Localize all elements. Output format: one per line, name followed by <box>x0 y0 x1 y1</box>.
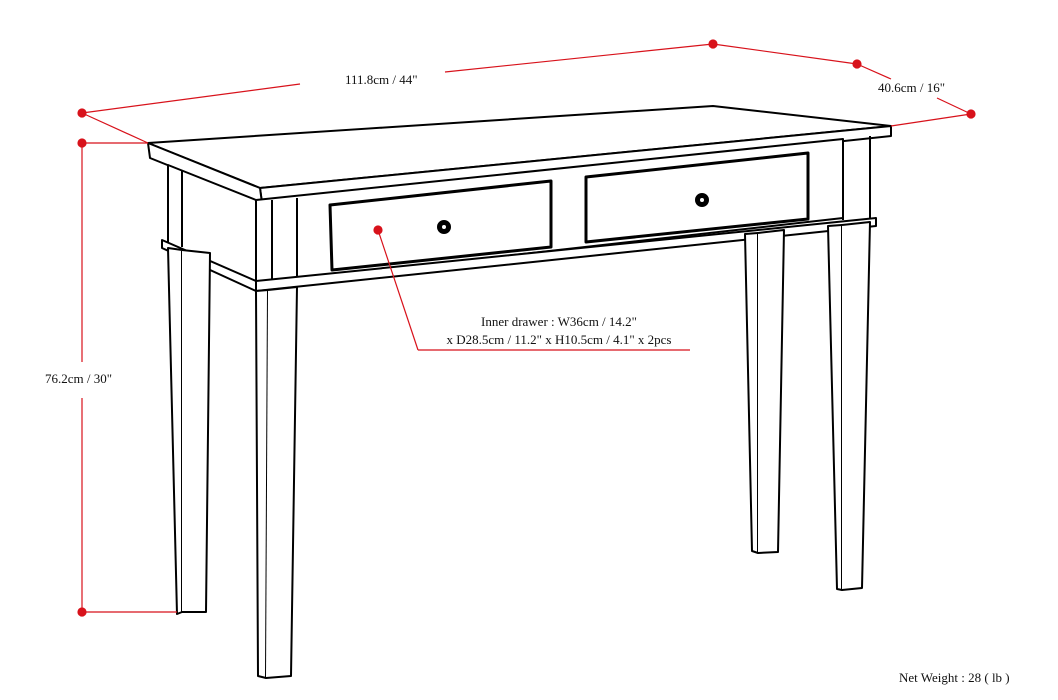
leg-front-left <box>255 289 269 679</box>
net-weight-label: Net Weight : 28 ( lb ) <box>899 670 1010 685</box>
height-point-bottom <box>77 607 87 617</box>
height-label: 76.2cm / 30" <box>45 371 113 386</box>
width-point-left <box>77 108 87 118</box>
depth-point-top <box>852 59 862 69</box>
leg-back-right <box>744 232 759 554</box>
leg-back-left <box>167 247 183 615</box>
leg-front-right <box>827 224 843 591</box>
height-point-top <box>77 138 87 148</box>
inner-drawer-line1: Inner drawer : W36cm / 14.2" <box>481 314 637 329</box>
table-drawing <box>147 105 892 679</box>
width-label: 111.8cm / 44" <box>345 72 418 87</box>
depth-label: 40.6cm / 16" <box>878 80 946 95</box>
depth-point-bottom <box>966 109 976 119</box>
inner-drawer-note: Inner drawer : W36cm / 14.2" x D28.5cm /… <box>428 313 690 349</box>
dimension-lines <box>77 39 976 617</box>
inner-drawer-line2: x D28.5cm / 11.2" x H10.5cm / 4.1" x 2pc… <box>446 332 672 347</box>
